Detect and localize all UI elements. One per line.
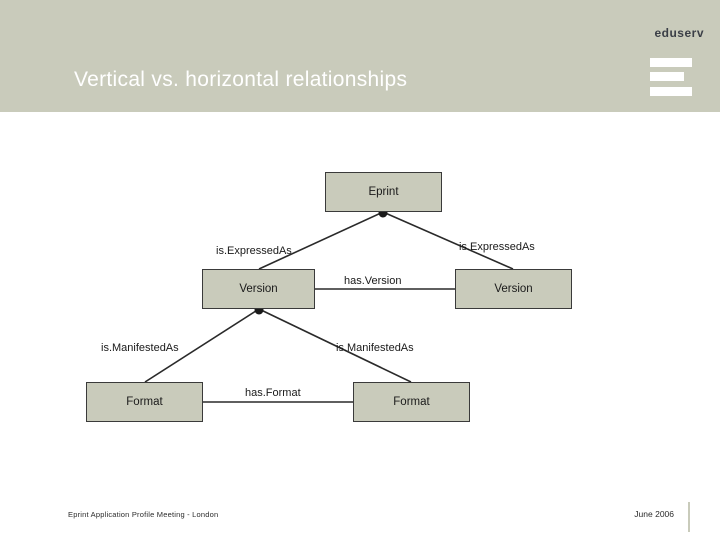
edge-label-has-format: has.Format xyxy=(245,387,301,399)
edge-label-is-manifested-as-left: is.ManifestedAs xyxy=(101,342,179,354)
node-label: Version xyxy=(494,283,533,295)
node-version-right[interactable]: Version xyxy=(455,269,572,309)
node-format-right[interactable]: Format xyxy=(353,382,470,422)
diagram-edges xyxy=(144,208,514,403)
node-format-left[interactable]: Format xyxy=(86,382,203,422)
brand-wordmark: eduserv xyxy=(654,26,704,40)
edge-label-has-version: has.Version xyxy=(344,275,402,287)
header-band xyxy=(0,0,720,112)
edge-label-is-expressed-as-left: is.ExpressedAs xyxy=(216,245,292,257)
edge-label-is-expressed-as-right: is.ExpressedAs xyxy=(459,241,535,253)
footer-date-label: June 2006 xyxy=(634,509,674,519)
node-label: Format xyxy=(393,396,430,408)
node-version-left[interactable]: Version xyxy=(202,269,315,309)
page-title: Vertical vs. horizontal relationships xyxy=(74,68,408,91)
node-label: Eprint xyxy=(368,186,399,198)
footer-accent-bar xyxy=(688,502,690,532)
e-logo-icon xyxy=(650,58,692,96)
node-label: Format xyxy=(126,396,163,408)
node-label: Version xyxy=(239,283,278,295)
node-eprint[interactable]: Eprint xyxy=(325,172,442,212)
relationship-diagram: Eprint Version Version Format Format is.… xyxy=(0,112,720,482)
footer-meeting-label: Eprint Application Profile Meeting - Lon… xyxy=(68,510,219,519)
edge-label-is-manifested-as-right: is.ManifestedAs xyxy=(336,342,414,354)
